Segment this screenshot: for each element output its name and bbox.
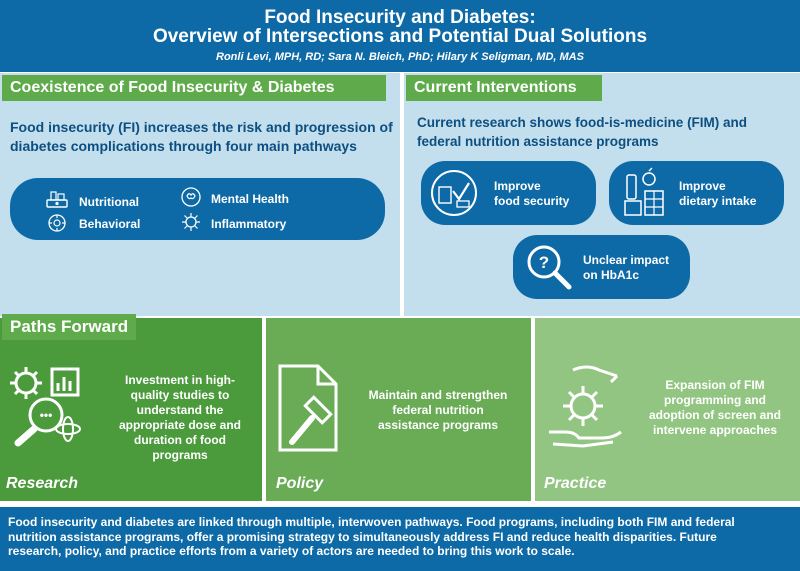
research-line-2: quality studies to [130,388,230,402]
outcome-hba1c-line2: on HbA1c [583,268,640,282]
outcome-dietary-intake-line2: dietary intake [679,194,757,208]
authors: Ronli Levi, MPH, RD; Sara N. Bleich, PhD… [216,51,584,63]
coexistence-panel: Coexistence of Food Insecurity & Diabete… [0,73,400,316]
pathway-nutritional: Nutritional [79,195,139,209]
coexistence-heading: Coexistence of Food Insecurity & Diabete… [2,75,386,101]
brain-icon [181,187,201,207]
outcome-food-security: Improve food security [421,161,596,225]
practice-line-1: Expansion of FIM [665,378,765,392]
research-box: ••• Investment in high- quality studies … [0,318,262,501]
virus-icon [182,213,200,231]
practice-line-2: programming and [663,393,766,407]
hand-gear-icon [549,365,622,448]
pathway-mental-health: Mental Health [211,192,290,206]
research-text: Investment in high- quality studies to u… [100,373,260,463]
practice-line-4: intervene approaches [652,423,778,437]
interventions-lead: Current research shows food-is-medicine … [417,115,748,149]
pathways-pill: Nutritional Mental Health Behavioral Inf… [10,178,385,240]
footer-summary: Food insecurity and diabetes are linked … [0,507,800,571]
footer-line-3: research, policy, and practice efforts f… [8,544,575,558]
head-circle-icon [48,214,66,232]
research-line-6: programs [152,448,208,462]
groceries-icon [624,167,664,216]
research-line-3: understand the [136,403,224,417]
food-security-icon [431,170,477,216]
outcome-dietary-intake-line1: Improve [679,179,726,193]
policy-line-1: Maintain and strengthen [368,388,508,402]
outcome-hba1c-line1: Unclear impact [583,253,670,267]
research-line-4: appropriate dose and [118,418,242,432]
outcome-food-security-line2: food security [494,194,570,208]
research-label: Research [6,475,79,492]
paths-forward-heading: Paths Forward [2,314,136,340]
policy-line-3: assistance programs [377,418,499,432]
outcome-food-security-line1: Improve [494,179,541,193]
policy-label: Policy [276,475,324,492]
outcome-dietary-intake: Improve dietary intake [609,161,784,225]
practice-line-3: adoption of screen and [648,408,781,422]
interventions-heading: Current Interventions [406,75,602,101]
policy-text: Maintain and strengthen federal nutritio… [348,388,528,433]
header: Food Insecurity and Diabetes: Overview o… [0,0,800,72]
research-gears-icon: ••• [10,367,81,447]
pathway-behavioral: Behavioral [79,217,141,231]
food-scale-icon [46,191,68,208]
title-line-2: Overview of Intersections and Potential … [152,26,648,47]
practice-box: Expansion of FIM programming and adoptio… [535,318,800,501]
interventions-panel: Current Interventions Current research s… [404,73,800,316]
footer-line-2: nutrition assistance programs, offer a p… [8,529,717,544]
pathway-inflammatory: Inflammatory [211,217,287,231]
title-line-1: Food Insecurity and Diabetes: [264,7,536,28]
research-line-1: Investment in high- [124,373,235,387]
svg-text:•••: ••• [40,408,53,422]
svg-text:?: ? [539,253,549,272]
coexistence-lead: Food insecurity (FI) increases the risk … [10,119,393,154]
practice-text: Expansion of FIM programming and adoptio… [630,378,800,438]
footer-line-1: Food insecurity and diabetes are linked … [8,515,735,529]
gavel-document-icon [278,364,338,452]
outcome-hba1c: ? Unclear impact on HbA1c [513,235,690,299]
practice-label: Practice [544,475,607,492]
policy-box: Maintain and strengthen federal nutritio… [266,318,531,501]
policy-line-2: federal nutrition [392,403,484,417]
research-line-5: duration of food [134,433,226,447]
question-magnifier-icon: ? [527,245,572,290]
